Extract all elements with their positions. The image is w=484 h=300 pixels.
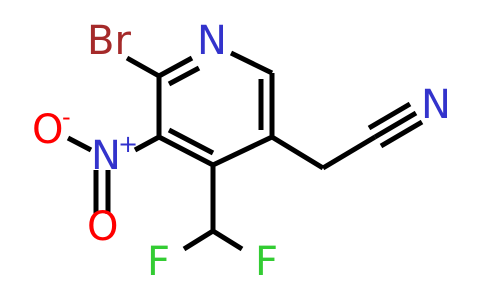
bond-c3-c4 [157, 134, 215, 168]
atom-label-o-top: O [32, 107, 63, 153]
bond-n-c2-inner [167, 65, 201, 87]
bond-n-c6 [229, 50, 274, 76]
atom-label-nitrile-n: N [421, 82, 451, 128]
bonds [66, 50, 424, 252]
atom-labels: Br N N N + O - O F F [32, 18, 451, 285]
atom-label-ring-n: N [197, 18, 227, 64]
bond-c3-n-nitro [133, 134, 161, 153]
bond-nitrile-3 [379, 119, 424, 149]
bond-chf2-f-left [182, 228, 215, 252]
bond-nitrile-2 [367, 101, 412, 131]
bond-c5-ch2 [270, 134, 325, 171]
bond-n-c2 [157, 55, 194, 79]
bond-c2-br [125, 55, 161, 79]
bond-ch2-cn [321, 134, 377, 171]
bond-nitro-o-top [66, 135, 93, 153]
atom-label-o-bottom: O [87, 204, 118, 250]
bond-chf2-f-right [211, 228, 244, 252]
charge-nitro-n: + [118, 130, 138, 158]
atom-label-f-left: F [147, 239, 170, 285]
bond-nitrile-1 [373, 110, 418, 140]
atom-label-nitro-n: N [91, 133, 121, 179]
charge-o-top: - [62, 103, 71, 131]
bond-c3-c4-inner [167, 127, 215, 156]
bond-c4-c5 [211, 134, 274, 168]
atom-label-br: Br [87, 18, 131, 64]
atom-label-f-right: F [255, 239, 278, 285]
